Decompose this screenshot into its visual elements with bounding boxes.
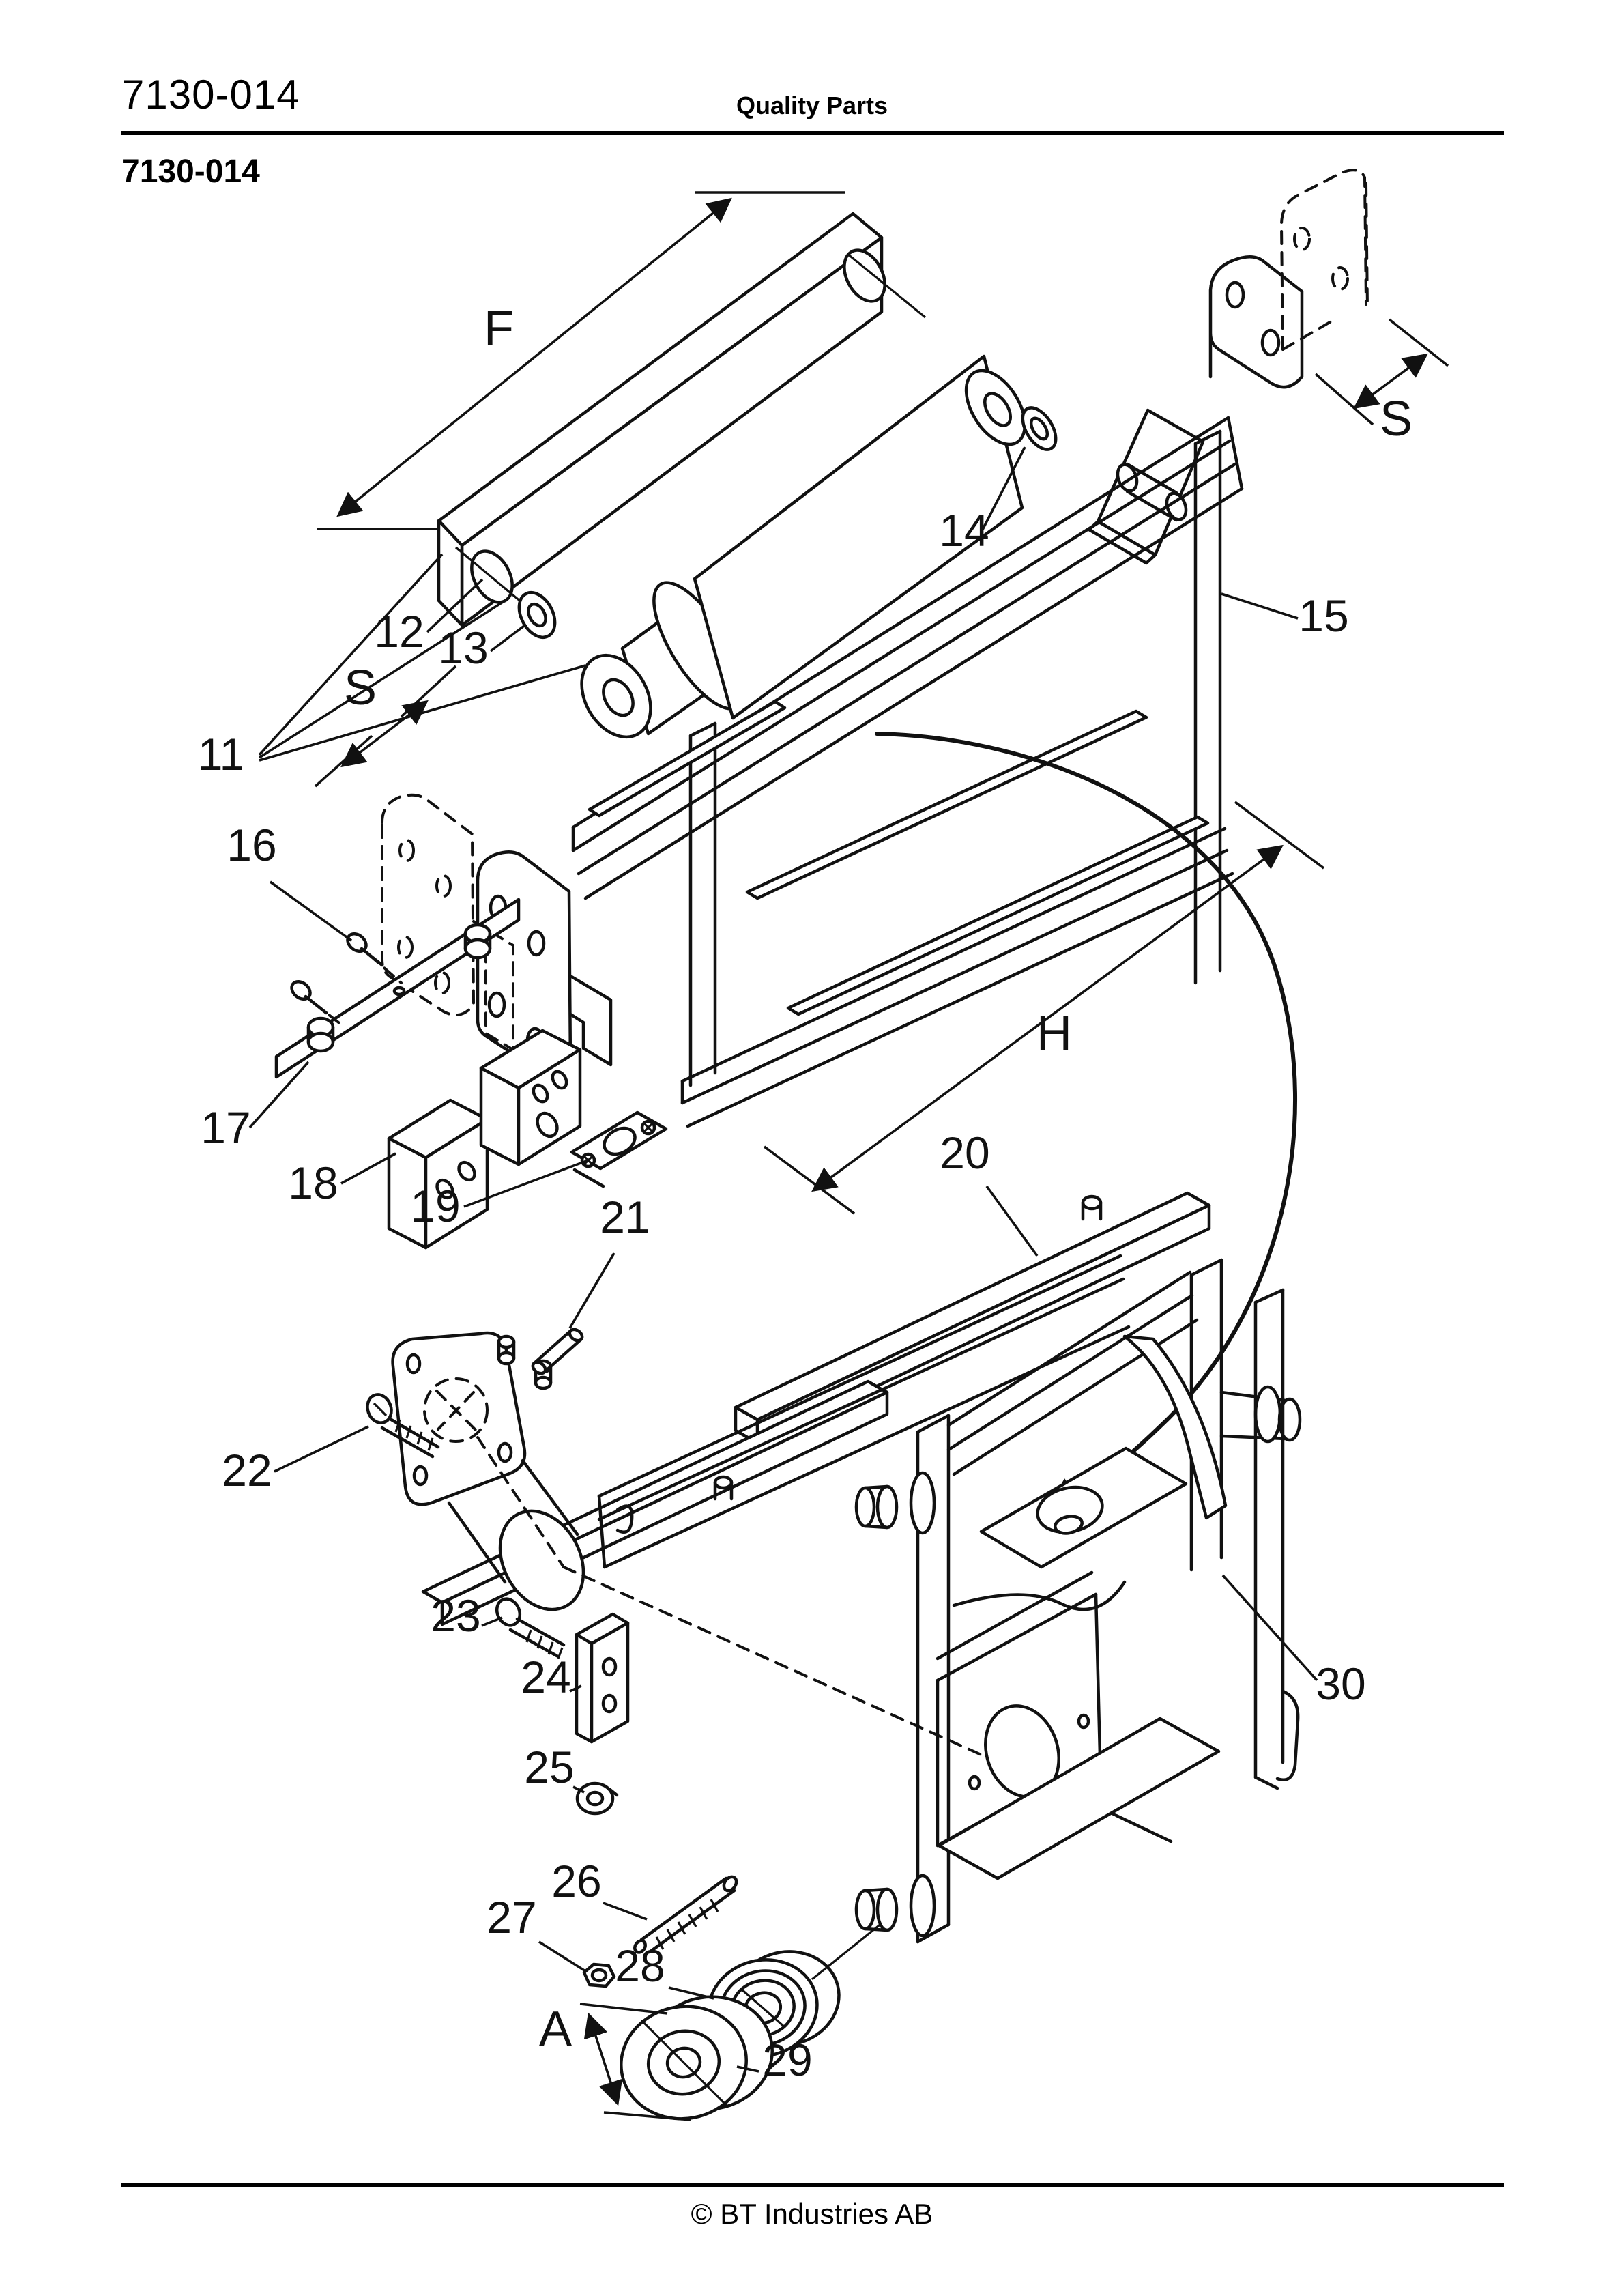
leader-line-23 bbox=[481, 1616, 503, 1627]
roller-parts-drawing bbox=[582, 1875, 890, 2121]
part-callout-15: 15 bbox=[1299, 590, 1348, 641]
leader-line-26 bbox=[603, 1902, 648, 1921]
part-callout-11: 11 bbox=[198, 729, 245, 779]
dim-extension-S bbox=[1388, 318, 1449, 367]
leader-line-29 bbox=[736, 2065, 759, 2073]
washer-13-drawing bbox=[517, 591, 557, 639]
part-callout-30: 30 bbox=[1316, 1659, 1365, 1709]
dim-extension-A bbox=[579, 2003, 668, 2015]
leader-line-27 bbox=[538, 1940, 586, 1972]
dim-arrow-H bbox=[811, 844, 1284, 1192]
footer-rule bbox=[121, 2183, 1504, 2187]
guide-bar-20-drawing bbox=[734, 1191, 1211, 1445]
lift-cylinder-drawing bbox=[580, 354, 1058, 739]
dim-arrow-S bbox=[340, 700, 429, 768]
part-callout-16: 16 bbox=[227, 820, 276, 870]
doc-number: 7130-014 bbox=[121, 72, 300, 117]
leader-line-13 bbox=[489, 625, 525, 652]
part-callout-22: 22 bbox=[222, 1445, 272, 1495]
leader-line-14 bbox=[981, 446, 1026, 530]
dim-label-S: S bbox=[344, 661, 377, 715]
footer-copyright: © BT Industries AB bbox=[691, 2198, 933, 2230]
dim-extension-H bbox=[1234, 801, 1325, 870]
leader-line-11 bbox=[258, 553, 444, 756]
part-callout-29: 29 bbox=[762, 2035, 812, 2085]
part-callout-28: 28 bbox=[615, 1940, 665, 1991]
leader-line-30 bbox=[1221, 1574, 1318, 1682]
placement-arrow bbox=[875, 732, 1297, 1517]
part-callout-19: 19 bbox=[410, 1181, 460, 1231]
part-callout-17: 17 bbox=[201, 1102, 250, 1153]
leader-line-21 bbox=[568, 1252, 615, 1329]
leader-line-11 bbox=[259, 664, 586, 762]
latch-assembly-drawing bbox=[366, 1328, 1173, 1843]
part-callout-24: 24 bbox=[521, 1652, 570, 1702]
leader-line-25 bbox=[572, 1785, 585, 1794]
pin-plate-drawing bbox=[1087, 408, 1205, 565]
carriage-drawing bbox=[854, 1258, 1302, 1944]
part-callout-14: 14 bbox=[939, 505, 989, 556]
leader-line-16 bbox=[269, 880, 353, 942]
dim-arrow-S bbox=[1353, 353, 1428, 410]
part-callout-12: 12 bbox=[374, 606, 424, 657]
leader-line-24 bbox=[569, 1684, 582, 1693]
bracket-right-drawing bbox=[1208, 255, 1304, 389]
dim-extension-A bbox=[603, 2111, 691, 2121]
part-callout-23: 23 bbox=[431, 1590, 480, 1641]
leader-line-11 bbox=[259, 601, 504, 759]
part-callout-27: 27 bbox=[487, 1892, 536, 1942]
callout-labels: 11 12 13 14 15 16 17 18 19 20 21 22 23 24 25 26 27 28 29 30… bbox=[198, 191, 1449, 2121]
drawing-number: 7130-014 bbox=[121, 154, 260, 190]
leader-line-17 bbox=[248, 1061, 310, 1129]
dim-extension-S bbox=[314, 734, 373, 788]
bracket-right-dashed-drawing bbox=[1279, 169, 1369, 351]
chain-anchor-drawing bbox=[274, 898, 668, 1250]
leader-line-15 bbox=[1221, 592, 1299, 620]
dim-arrow-A bbox=[583, 2012, 623, 2106]
leader-line-20 bbox=[985, 1185, 1039, 1257]
page-title: Quality Parts bbox=[736, 91, 888, 119]
leader-line-12 bbox=[426, 578, 484, 633]
dim-extension-S bbox=[400, 665, 457, 718]
dim-label-A: A bbox=[539, 2002, 572, 2056]
part-callout-20: 20 bbox=[940, 1128, 989, 1178]
leader-line-18 bbox=[340, 1152, 396, 1185]
leader-line-28 bbox=[668, 1986, 714, 2000]
dim-arrow-F bbox=[336, 197, 732, 517]
part-callout-13: 13 bbox=[438, 622, 488, 673]
leader-line-19 bbox=[463, 1159, 589, 1208]
dim-label-F: F bbox=[484, 301, 514, 356]
stop-block-drawing bbox=[495, 1597, 630, 1816]
dim-extension-H bbox=[763, 1145, 856, 1215]
header-rule bbox=[121, 131, 1504, 135]
leader-line-22 bbox=[274, 1425, 369, 1473]
part-callout-18: 18 bbox=[288, 1158, 338, 1208]
dim-label-S: S bbox=[1380, 392, 1412, 446]
part-callout-21: 21 bbox=[600, 1192, 650, 1242]
part-callout-25: 25 bbox=[524, 1742, 574, 1792]
dim-label-H: H bbox=[1036, 1006, 1072, 1061]
part-callout-26: 26 bbox=[551, 1856, 601, 1906]
dim-extension-S bbox=[1314, 373, 1374, 426]
